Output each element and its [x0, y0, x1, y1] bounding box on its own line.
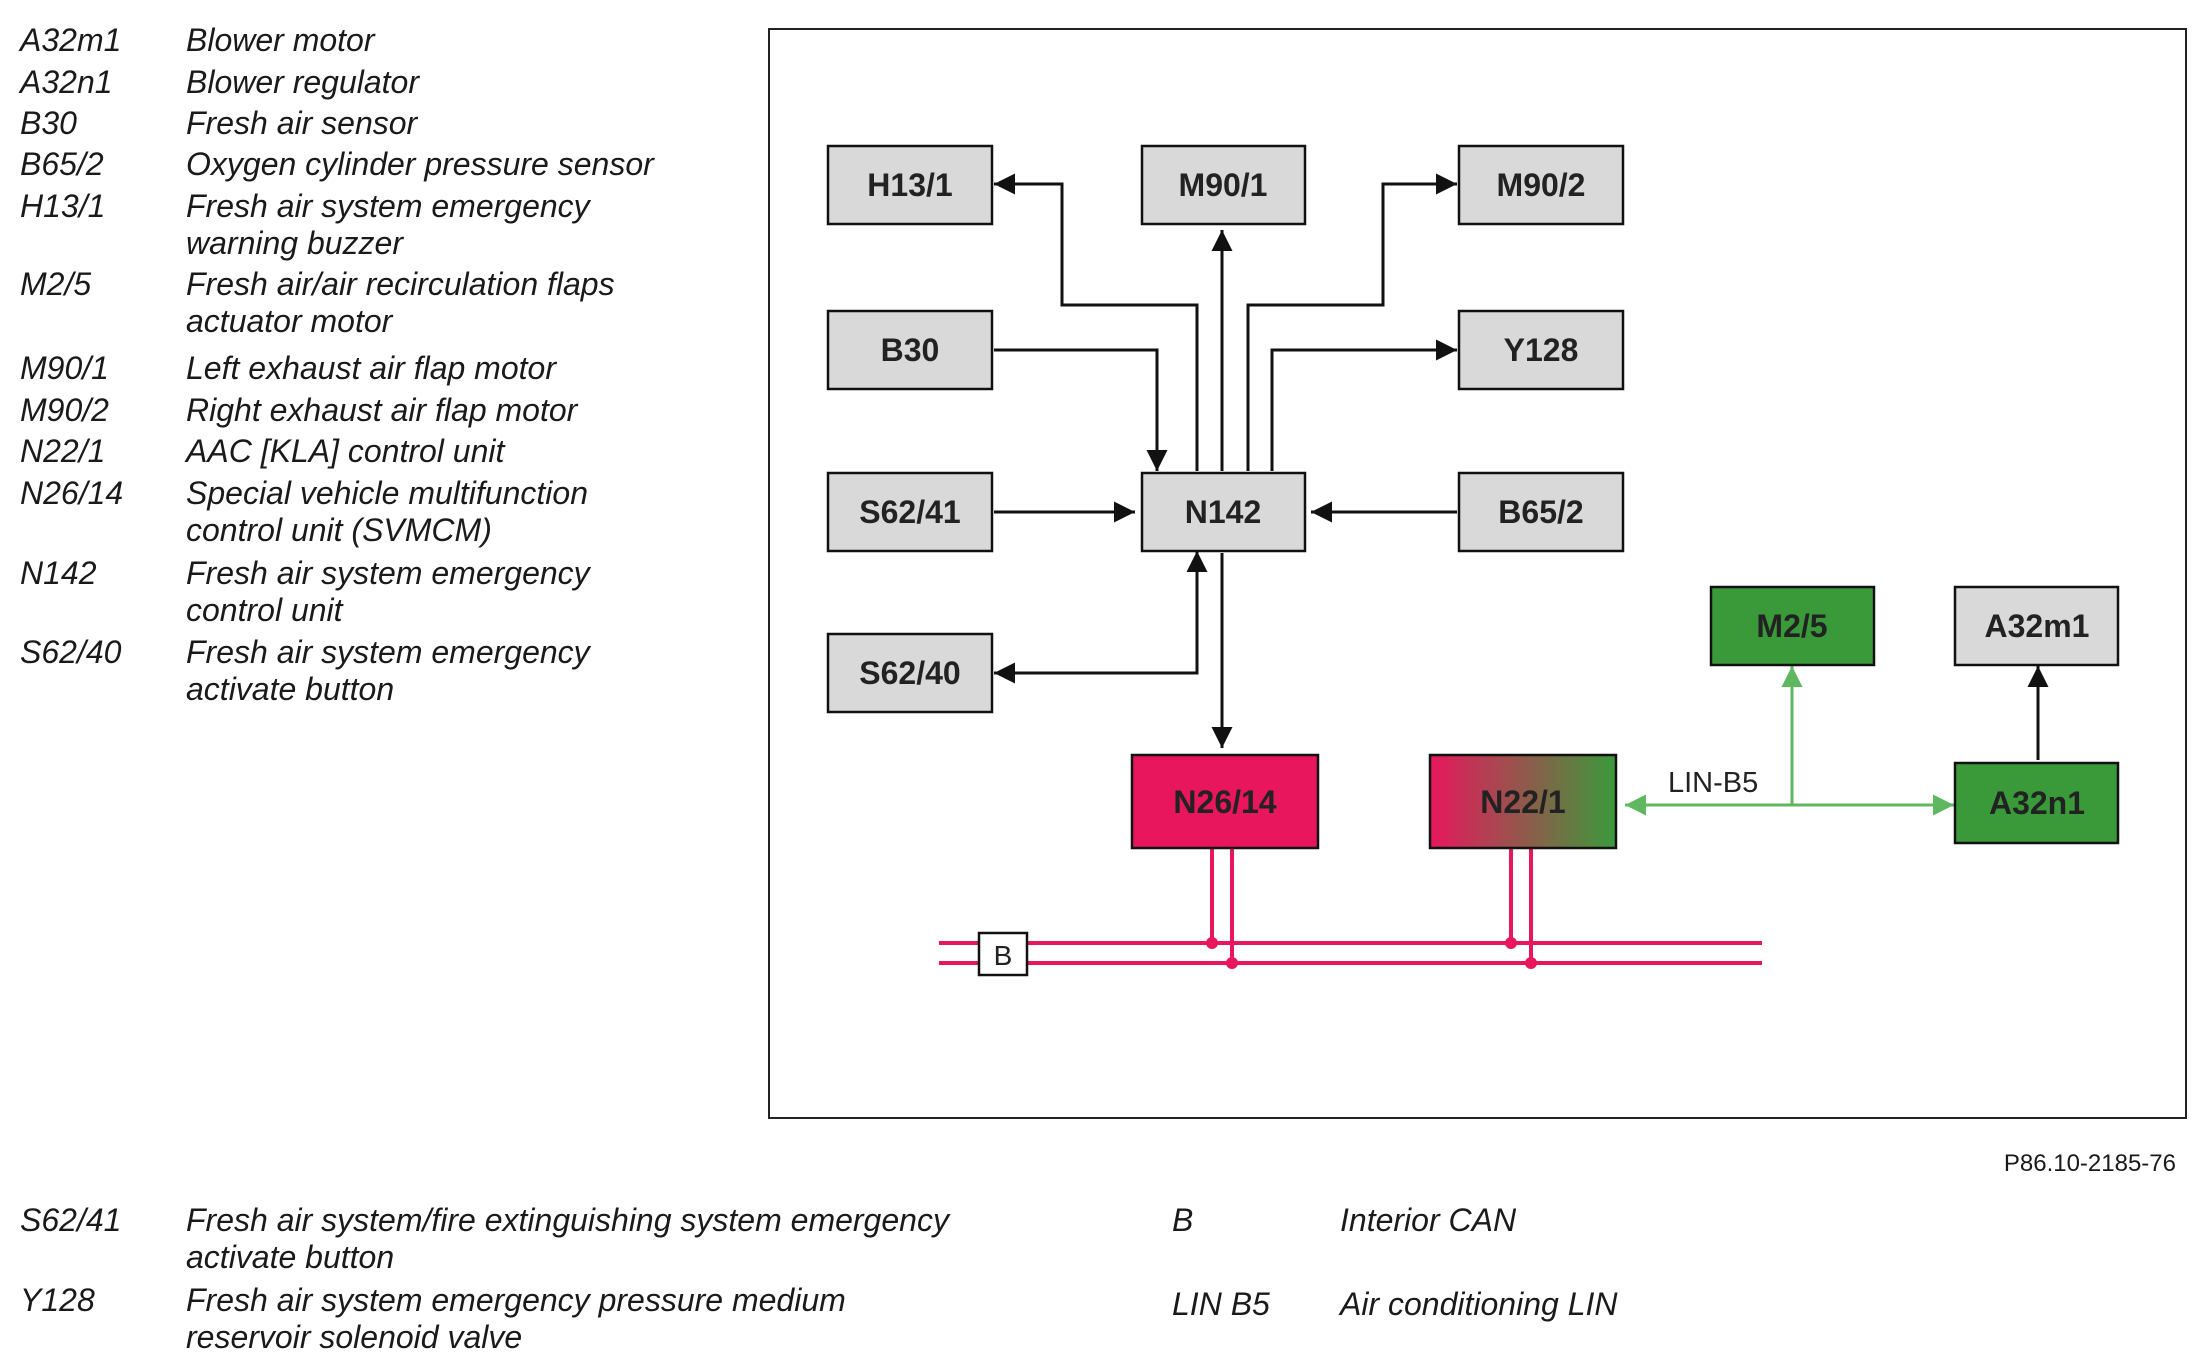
svg-text:N22/1: N22/1 [1480, 784, 1565, 820]
lin-b5-bus [1625, 666, 1954, 816]
svg-text:M90/2: M90/2 [1497, 167, 1586, 203]
legend-description: Blower regulator [186, 64, 419, 100]
legend-description: reservoir solenoid valve [186, 1319, 523, 1355]
legend-code: H13/1 [20, 188, 106, 224]
legend-code: B65/2 [20, 146, 104, 182]
svg-text:B65/2: B65/2 [1498, 494, 1583, 530]
svg-text:M90/1: M90/1 [1179, 167, 1268, 203]
box-n22-1: N22/1 [1428, 753, 1618, 850]
box-n142: N142 [1140, 471, 1307, 553]
box-n26-14: N26/14 [1130, 753, 1320, 850]
legend-description: Fresh air system emergency [186, 555, 590, 591]
block-diagram: LIN-B5 B H13/1 M90/1 [826, 144, 2120, 977]
legend-code: S62/40 [20, 634, 122, 670]
legend-description: Left exhaust air flap motor [186, 350, 556, 386]
legend-description: control unit [186, 592, 343, 628]
svg-text:H13/1: H13/1 [867, 167, 952, 203]
legend-code: N26/14 [20, 475, 124, 511]
legend-description: actuator motor [186, 303, 393, 339]
legend-description: Air conditioning LIN [1340, 1286, 1618, 1322]
can-junctions [1206, 937, 1537, 969]
box-y128: Y128 [1457, 309, 1625, 391]
legend-code: Y128 [20, 1282, 95, 1318]
box-a32n1: A32n1 [1953, 761, 2120, 845]
box-a32m1: A32m1 [1953, 585, 2120, 667]
svg-text:S62/40: S62/40 [859, 655, 960, 691]
legend-description: Right exhaust air flap motor [186, 392, 578, 428]
box-m2-5: M2/5 [1709, 585, 1876, 667]
svg-text:B30: B30 [881, 332, 940, 368]
legend-description: Blower motor [186, 22, 375, 58]
legend-description: Fresh air system emergency [186, 634, 590, 670]
lin-b5-label: LIN-B5 [1668, 767, 1758, 799]
box-h13-1: H13/1 [826, 144, 994, 226]
box-s62-40: S62/40 [826, 632, 994, 714]
signal-lines [994, 173, 2049, 760]
can-junction [1206, 937, 1218, 949]
legend-description: Fresh air sensor [186, 105, 418, 141]
legend-code: M90/2 [20, 392, 109, 428]
legend-description: Fresh air system emergency [186, 188, 590, 224]
svg-text:N26/14: N26/14 [1173, 784, 1276, 820]
legend-description: Fresh air system/fire extinguishing syst… [186, 1202, 949, 1238]
legend-code: LIN B5 [1172, 1286, 1270, 1322]
svg-text:N142: N142 [1185, 494, 1262, 530]
figure-id: P86.10-2185-76 [2003, 1150, 2176, 1177]
line-b30-to-n142 [994, 348, 1168, 471]
legend-description: Interior CAN [1340, 1202, 1517, 1238]
box-b65-2: B65/2 [1457, 471, 1625, 553]
line-n142-s62-40 [994, 551, 1208, 684]
svg-text:M2/5: M2/5 [1756, 608, 1827, 644]
legend-code: N22/1 [20, 433, 106, 469]
line-n142-to-y128 [1270, 339, 1457, 471]
can-junction [1525, 957, 1537, 969]
legend-code: M2/5 [20, 266, 92, 302]
legend-description: Fresh air system emergency pressure medi… [186, 1282, 846, 1318]
legend-description: Oxygen cylinder pressure sensor [186, 146, 654, 182]
legend-code: B30 [20, 105, 77, 141]
legend-description: warning buzzer [186, 225, 403, 261]
box-m90-2: M90/2 [1457, 144, 1625, 226]
legend-code: B [1172, 1202, 1194, 1238]
line-n142-to-m90-2 [1246, 173, 1457, 471]
legend-code: A32n1 [20, 64, 113, 100]
legend-description: Special vehicle multifunction [186, 475, 588, 511]
line-n142-to-h13-1 [994, 173, 1199, 471]
legend-code: N142 [20, 555, 97, 591]
svg-text:A32n1: A32n1 [1989, 785, 2085, 821]
legend-description: activate button [186, 671, 395, 707]
svg-text:Y128: Y128 [1504, 332, 1579, 368]
legend-description: Fresh air/air recirculation flaps [186, 266, 615, 302]
legend-description: AAC [KLA] control unit [186, 433, 505, 469]
can-label: B [994, 940, 1013, 971]
svg-text:S62/41: S62/41 [859, 494, 960, 530]
box-m90-1: M90/1 [1140, 144, 1307, 226]
legend-description: activate button [186, 1239, 395, 1275]
can-junction [1505, 937, 1517, 949]
box-s62-41: S62/41 [826, 471, 994, 553]
can-label-box: B [977, 931, 1029, 977]
can-junction [1226, 957, 1238, 969]
legend-description: control unit (SVMCM) [186, 512, 492, 548]
svg-text:A32m1: A32m1 [1985, 608, 2090, 644]
interior-can-bus [939, 849, 1762, 965]
diagram-frame: LIN-B5 B H13/1 M90/1 [768, 28, 2187, 1119]
legend-code: S62/41 [20, 1202, 122, 1238]
legend-code: A32m1 [20, 22, 122, 58]
legend-code: M90/1 [20, 350, 109, 386]
box-b30: B30 [826, 309, 994, 391]
